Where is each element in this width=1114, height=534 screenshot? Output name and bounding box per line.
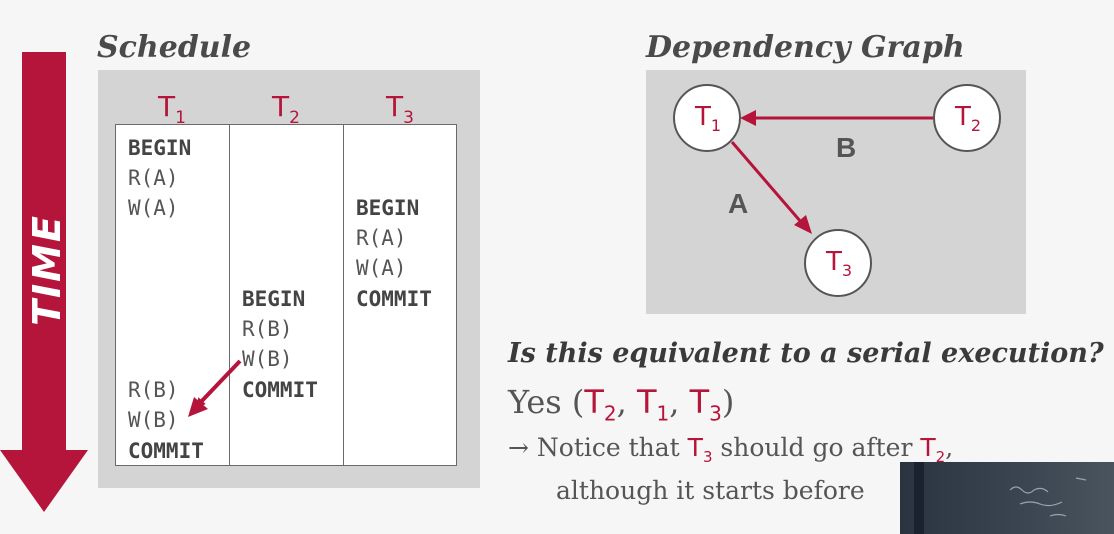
note-line-1: → Notice that T3 should go after T2,: [508, 433, 953, 466]
question: Is this equivalent to a serial execution…: [508, 338, 1104, 369]
conflict-arrow: [116, 125, 458, 467]
column-header-t2: T2: [229, 90, 343, 128]
answer: Yes (T2, T1, T3): [508, 383, 734, 425]
edge-a-label: A: [728, 188, 748, 220]
video-inset: [900, 462, 1114, 534]
node-t3-label: T3: [817, 247, 861, 280]
schedule-heading: Schedule: [97, 30, 251, 65]
schedule-table: BEGIN R(A) W(A) R(B) W(B) COMMIT BEGIN R…: [115, 124, 457, 466]
graph-heading: Dependency Graph: [646, 30, 965, 65]
time-label: TIME: [22, 190, 72, 350]
column-header-t3: T3: [343, 90, 457, 128]
edge-b-label: B: [836, 132, 856, 164]
graph-panel: T1 T2 T3 B A: [646, 70, 1026, 314]
edge-b-arrowhead: [740, 110, 756, 126]
node-t1-label: T1: [686, 102, 730, 135]
whiteboard-scribble: [900, 462, 1114, 534]
column-header-t1: T1: [115, 90, 229, 128]
schedule-panel: T1 T2 T3 BEGIN R(A) W(A) R(B) W(B) COMMI…: [98, 70, 480, 488]
note-line-2: although it starts before: [556, 476, 865, 505]
node-t2-label: T2: [946, 102, 990, 135]
